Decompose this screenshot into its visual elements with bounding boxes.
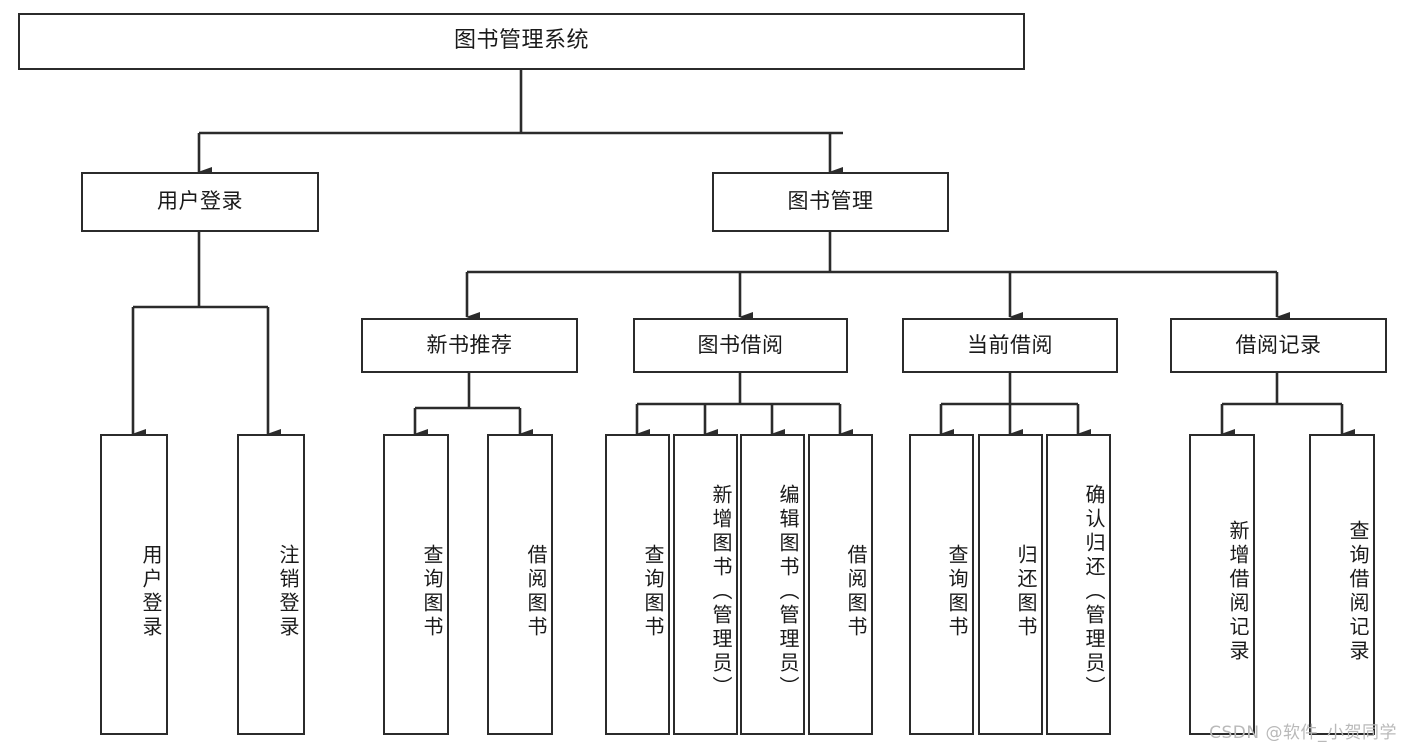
node-leaf-borrow-book-recommend[interactable]: 借阅图书 <box>487 434 553 735</box>
node-leaf-return-book[interactable]: 归还图书 <box>978 434 1043 735</box>
node-leaf-user-login[interactable]: 用户登录 <box>100 434 168 735</box>
node-current-borrow[interactable]: 当前借阅 <box>902 318 1118 373</box>
node-leaf-logout-login[interactable]: 注销登录 <box>237 434 305 735</box>
node-leaf-query-book-recommend[interactable]: 查询图书 <box>383 434 449 735</box>
node-label: 用户登录 <box>157 189 243 214</box>
node-label: 归还图书 <box>1014 543 1038 640</box>
node-new-book-recommend[interactable]: 新书推荐 <box>361 318 578 373</box>
node-label: 查询图书 <box>945 543 969 640</box>
node-label: 借阅记录 <box>1235 332 1322 357</box>
node-book-management[interactable]: 图书管理 <box>712 172 949 232</box>
csdn-watermark: CSDN @软件_小贺同学 <box>1209 723 1397 743</box>
node-leaf-query-book-borrow[interactable]: 查询图书 <box>605 434 670 735</box>
node-label: 注销登录 <box>276 543 300 640</box>
node-label: 新书推荐 <box>426 332 513 357</box>
node-leaf-add-borrow-record[interactable]: 新增借阅记录 <box>1189 434 1255 735</box>
node-leaf-add-book-admin[interactable]: 新增图书（管理员） <box>673 434 738 735</box>
node-borrow-record[interactable]: 借阅记录 <box>1170 318 1387 373</box>
node-label: 图书管理系统 <box>453 28 589 54</box>
node-label: 用户登录 <box>139 543 163 640</box>
node-leaf-query-book-current[interactable]: 查询图书 <box>909 434 974 735</box>
node-label: 新增图书（管理员） <box>709 483 733 700</box>
node-root-book-management-system[interactable]: 图书管理系统 <box>18 13 1025 70</box>
node-label: 查询图书 <box>420 543 444 640</box>
node-label: 借阅图书 <box>524 543 548 640</box>
node-label: 当前借阅 <box>967 332 1053 357</box>
node-book-borrow[interactable]: 图书借阅 <box>633 318 848 373</box>
node-label: 确认归还（管理员） <box>1082 483 1106 700</box>
node-user-login[interactable]: 用户登录 <box>81 172 319 232</box>
node-leaf-query-borrow-record[interactable]: 查询借阅记录 <box>1309 434 1375 735</box>
node-label: 图书管理 <box>787 189 874 214</box>
node-label: 新增借阅记录 <box>1226 519 1250 664</box>
node-label: 借阅图书 <box>844 543 868 640</box>
node-leaf-borrow-book[interactable]: 借阅图书 <box>808 434 873 735</box>
node-leaf-confirm-return-admin[interactable]: 确认归还（管理员） <box>1046 434 1111 735</box>
node-label: 图书借阅 <box>697 332 784 357</box>
node-label: 查询借阅记录 <box>1346 519 1370 664</box>
node-leaf-edit-book-admin[interactable]: 编辑图书（管理员） <box>740 434 805 735</box>
node-label: 编辑图书（管理员） <box>776 483 800 700</box>
node-label: 查询图书 <box>641 543 665 640</box>
